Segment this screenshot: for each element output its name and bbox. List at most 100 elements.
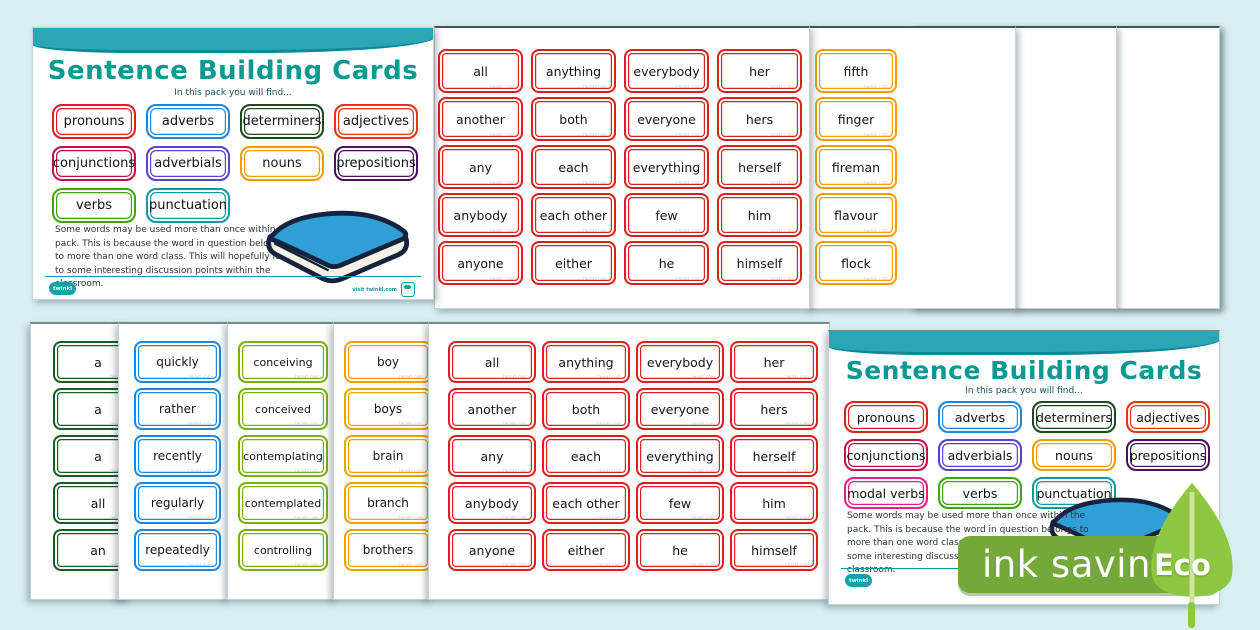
word-card: he [624, 241, 709, 285]
word-card: contemplating [238, 435, 328, 477]
page-subtitle: In this pack you will find... [965, 386, 1083, 396]
badge-label: pronouns [63, 113, 125, 129]
word-card: brothers [344, 529, 432, 571]
badge-label: prepositions [1129, 447, 1207, 463]
word-card: anybody [448, 482, 536, 524]
badge-label: punctuation [148, 197, 228, 213]
word-card: conceived [238, 388, 328, 430]
badge-label: prepositions [336, 155, 416, 171]
eco-leaf-icon [1151, 483, 1233, 628]
badge-label: adverbials [947, 447, 1013, 463]
word-card: boy [344, 341, 432, 383]
word-card: any [448, 435, 536, 477]
word-card: few [624, 193, 709, 237]
word-card: branch [344, 482, 432, 524]
word-class-badge: adverbials [938, 439, 1022, 471]
word-card: contemplated [238, 482, 328, 524]
badge-label: adverbs [161, 113, 215, 129]
word-class-badge: adjectives [1126, 401, 1210, 433]
word-card: both [531, 97, 616, 141]
word-card: regularly [134, 482, 221, 524]
word-card: each [531, 145, 616, 189]
word-card: all [53, 482, 129, 524]
word-class-badge: conjunctions [52, 145, 136, 181]
word-class-badge: verbs [938, 477, 1022, 509]
word-class-badge: adjectives [334, 103, 418, 139]
blue-card-column: quicklyratherrecentlyregularlyrepeatedly [134, 341, 221, 571]
badge-label: determiners [242, 113, 322, 129]
page-title: Sentence Building Cards [845, 356, 1203, 385]
orange-card-column: fifthfingerfiremanflavourflock [815, 49, 897, 285]
word-card: everyone [624, 97, 709, 141]
word-class-badge: adverbs [938, 401, 1022, 433]
word-card: each other [542, 482, 630, 524]
word-card: any [438, 145, 523, 189]
word-card: either [542, 529, 630, 571]
word-card: either [531, 241, 616, 285]
visit-twinkl-text: visit twinkl.com [352, 287, 397, 293]
word-card: fifth [815, 49, 897, 93]
word-card: recently [134, 435, 221, 477]
word-class-badge: determiners [240, 103, 324, 139]
badge-label: determiners [1035, 409, 1113, 425]
word-card: him [730, 482, 818, 524]
page-subtitle: In this pack you will find... [174, 88, 292, 98]
word-class-badge: pronouns [52, 103, 136, 139]
word-card: anything [542, 341, 630, 383]
word-class-badge: pronouns [844, 401, 928, 433]
badge-label: punctuation [1036, 485, 1112, 501]
eco-label: Eco [1154, 548, 1211, 582]
badge-label: verbs [962, 485, 998, 501]
word-card: him [717, 193, 802, 237]
red-card-grid: allanythingeverybodyheranotherbotheveryo… [438, 49, 802, 285]
footer-divider [45, 276, 421, 277]
twinkl-quality-badge-icon [401, 282, 415, 297]
twinkl-logo: twinkl [49, 282, 76, 295]
word-class-badges: pronouns adverbs determiners adjectives … [839, 398, 1219, 512]
lime-card-column: conceiving conceived contemplating contempl… [238, 341, 328, 571]
word-class-badge: adverbials [146, 145, 230, 181]
word-card: each [542, 435, 630, 477]
word-card: anyone [448, 529, 536, 571]
word-card: all [448, 341, 536, 383]
word-card: her [717, 49, 802, 93]
word-card: a [53, 388, 129, 430]
word-class-badge: verbs [52, 187, 136, 223]
word-card: he [636, 529, 724, 571]
badge-label: nouns [262, 155, 302, 171]
cover-header-band [33, 28, 433, 53]
word-class-badge: modal verbs [844, 477, 928, 509]
badge-label: adverbials [154, 155, 222, 171]
twinkl-logo: twinkl [845, 574, 872, 587]
badge-label: adjectives [342, 113, 410, 129]
word-card: everybody [624, 49, 709, 93]
word-class-badge: punctuation [146, 187, 230, 223]
word-card: conceiving [238, 341, 328, 383]
word-card: everything [624, 145, 709, 189]
book-illustration [266, 210, 410, 284]
word-class-badge: prepositions [1126, 439, 1210, 471]
word-card: everybody [636, 341, 724, 383]
cover-header-band [829, 332, 1219, 355]
word-card: another [448, 388, 536, 430]
word-card: controlling [238, 529, 328, 571]
word-card: herself [717, 145, 802, 189]
ink-saving-label: ink saving [982, 543, 1175, 586]
word-card: a [53, 341, 129, 383]
badge-label: conjunctions [846, 447, 926, 463]
word-card: quickly [134, 341, 221, 383]
page-red-words-bottom: allanythingeverybodyheranotherbotheveryo… [428, 322, 830, 600]
badge-label: adjectives [1136, 409, 1200, 425]
page-yellow-words: boyboysbrainbranchbrothers [333, 322, 433, 600]
page-title: Sentence Building Cards [47, 56, 419, 86]
word-card: few [636, 482, 724, 524]
word-card: a [53, 435, 129, 477]
word-card: hers [730, 388, 818, 430]
word-card: himself [717, 241, 802, 285]
page-front-cover: Sentence Building Cards In this pack you… [32, 27, 434, 300]
word-card: himself [730, 529, 818, 571]
word-card: another [438, 97, 523, 141]
word-card: all [438, 49, 523, 93]
word-card: flock [815, 241, 897, 285]
word-card: herself [730, 435, 818, 477]
